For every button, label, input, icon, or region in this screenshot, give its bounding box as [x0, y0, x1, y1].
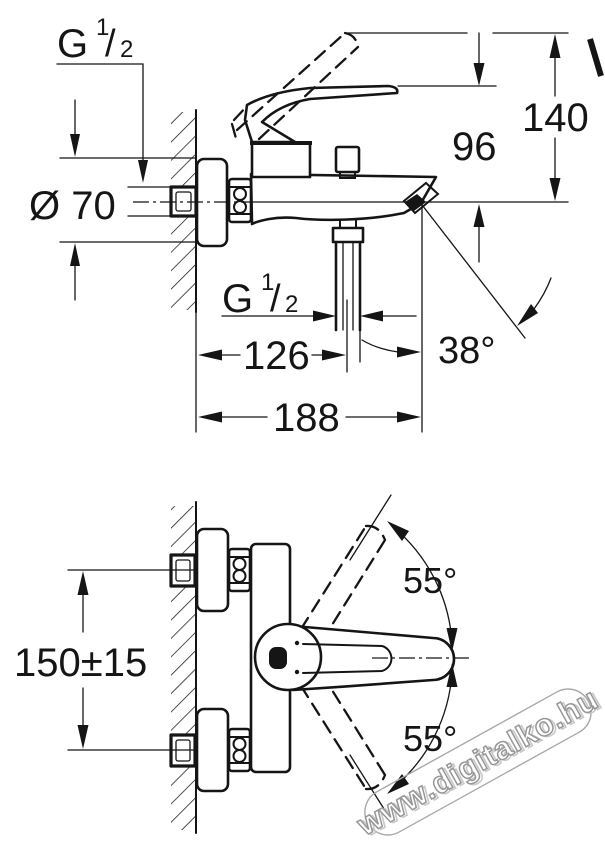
shower-outlet-pipe — [331, 215, 365, 332]
screw-dot — [294, 640, 300, 646]
dim-swing-up-label: 55° — [403, 560, 457, 601]
grip-contour — [302, 643, 393, 674]
dim-outlet-offset-label: 126 — [243, 334, 310, 378]
union-nut-bottom — [227, 727, 252, 773]
dim-connection-spacing-label: 150±15 — [14, 641, 147, 685]
escutcheon-top — [195, 527, 230, 613]
front-view: 55° 55° 150±15 — [14, 494, 470, 834]
watermark: www.digitalko.hu www.digitalko.hu — [350, 680, 605, 844]
dim-height-closed-handle: 96 — [452, 32, 497, 263]
dim-swing-down-label: 55° — [403, 718, 457, 759]
handle-pivot — [253, 622, 323, 692]
dim-total-projection-label: 188 — [273, 396, 340, 440]
cartridge-housing — [250, 141, 312, 179]
dim-flange-diameter-label: Ø 70 — [29, 184, 116, 228]
watermark-capsule — [364, 688, 592, 836]
dim-spout-angle-label: 38° — [438, 330, 495, 372]
dim-connection-spacing: 150±15 — [14, 569, 197, 751]
dim-flange-diameter: Ø 70 — [29, 99, 197, 301]
handle-rotated-up-dashed — [299, 524, 387, 643]
dim-spout-angle: 38° — [361, 200, 552, 433]
edge-artifact — [587, 38, 604, 77]
outlet-opening — [269, 647, 287, 669]
watermark-text: www.digitalko.hu — [350, 681, 604, 843]
diverter-knob — [334, 145, 361, 179]
escutcheon-bottom — [195, 707, 230, 793]
mixer-body-spout — [249, 172, 438, 226]
lever-handle-closed — [243, 84, 399, 144]
screw-dot — [294, 669, 300, 675]
handle-rotated-down-dashed — [299, 672, 387, 791]
dim-height-open-handle: 140 — [522, 34, 589, 201]
dim-outlet-offset: 126 — [198, 334, 346, 378]
dim-height-open-label: 140 — [522, 96, 589, 140]
dim-handle-swing-down: 55° — [349, 663, 458, 821]
dim-height-closed-label: 96 — [452, 125, 497, 169]
wall-section-bottom — [171, 501, 197, 834]
union-nut — [227, 177, 253, 224]
dim-handle-swing-up: 55° — [349, 494, 458, 652]
union-nut-top — [227, 547, 252, 593]
dim-total-projection: 188 — [198, 396, 421, 440]
